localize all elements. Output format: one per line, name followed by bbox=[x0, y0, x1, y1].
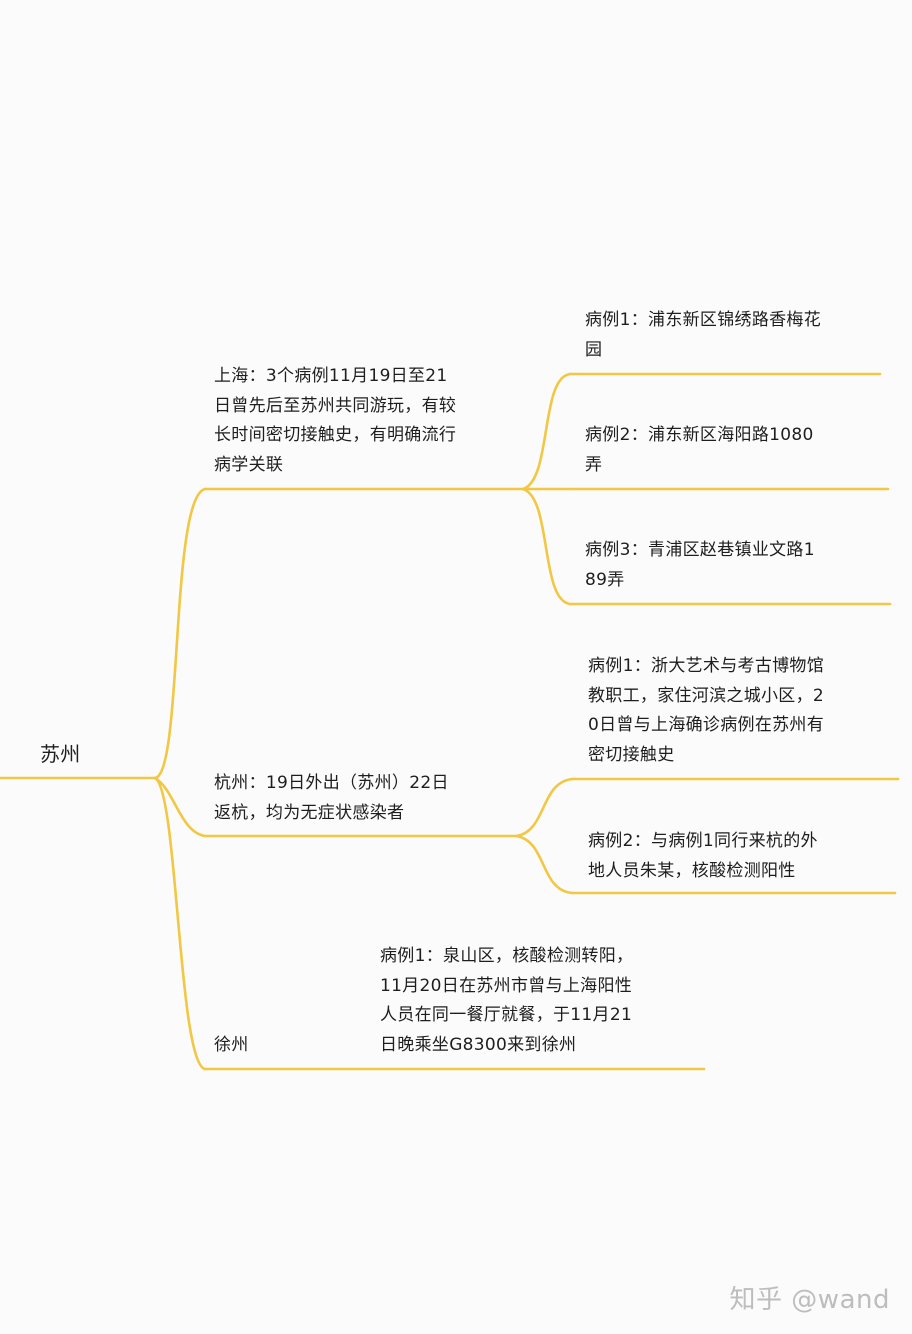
sh-case-3: 病例3：青浦区赵巷镇业文路189弄 bbox=[585, 540, 815, 590]
connector-shanghai bbox=[153, 487, 207, 780]
sh-case-1: 病例1：浦东新区锦绣路香梅花园 bbox=[585, 310, 822, 360]
connector-hangzhou bbox=[153, 776, 207, 838]
branch-xuzhou: 徐州 bbox=[214, 1035, 249, 1055]
hz-case-1: 病例1：浙大艺术与考古博物馆教职工，家住河滨之城小区，20日曾与上海确诊病例在苏… bbox=[588, 656, 825, 765]
connector-sh-case-3 bbox=[521, 487, 572, 606]
connector-hz-case-1 bbox=[515, 777, 574, 838]
branch-shanghai: 上海：3个病例11月19日至21日曾先后至苏州共同游玩，有较长时间密切接触史，有… bbox=[214, 366, 457, 475]
root-node-suzhou: 苏州 bbox=[40, 742, 81, 766]
branch-hangzhou: 杭州：19日外出（苏州）22日返杭，均为无症状感染者 bbox=[214, 773, 449, 823]
connector-sh-case-1 bbox=[521, 372, 572, 491]
connector-hz-case-2 bbox=[515, 834, 574, 895]
connector-xuzhou bbox=[153, 776, 207, 1071]
hz-case-2: 病例2：与病例1同行来杭的外地人员朱某，核酸检测阳性 bbox=[588, 831, 818, 881]
xz-case-1: 病例1：泉山区，核酸检测转阳，11月20日在苏州市曾与上海阳性人员在同一餐厅就餐… bbox=[380, 946, 634, 1055]
watermark-text: 知乎 @wand bbox=[729, 1285, 890, 1315]
sh-case-2: 病例2：浦东新区海阳路1080弄 bbox=[585, 425, 814, 475]
